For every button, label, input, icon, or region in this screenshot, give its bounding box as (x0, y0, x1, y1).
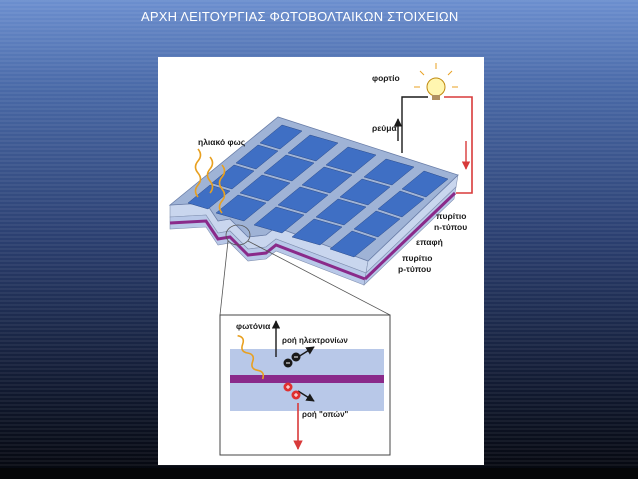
hole-icon (283, 382, 301, 400)
label-p-silicon-1: πυρίτιο (402, 253, 432, 263)
junction-band (230, 375, 384, 383)
label-n-silicon-2: n-τύπου (434, 222, 467, 232)
bottom-bar (0, 468, 638, 479)
label-current: ρεύμα (372, 123, 397, 133)
label-p-silicon-2: p-τύπου (398, 264, 431, 274)
label-hole-flow: ροή "οπών" (302, 410, 349, 419)
diagram-labels: φορτίο ρεύμα ηλιακό φως πυρίτιο n-τύπου … (198, 73, 467, 419)
diagram-svg: φορτίο ρεύμα ηλιακό φως πυρίτιο n-τύπου … (168, 63, 473, 456)
slide-title: ΑΡΧΗ ΛΕΙΤΟΥΡΓΙΑΣ ΦΩΤΟΒΟΛΤΑΙΚΩΝ ΣΤΟΙΧΕΙΩΝ (141, 9, 459, 24)
light-bulb-icon (414, 63, 458, 100)
photon-ray (237, 334, 265, 380)
magnified-cross-section (219, 314, 391, 456)
solar-cell-diagram: φορτίο ρεύμα ηλιακό φως πυρίτιο n-τύπου … (158, 57, 484, 465)
label-load: φορτίο (372, 73, 400, 83)
zoom-lines (219, 224, 391, 316)
label-sunlight: ηλιακό φως (198, 137, 246, 147)
label-electron-flow: ροή ηλεκτρονίων (282, 336, 348, 345)
circuit-wires (393, 96, 473, 194)
junction-line-panel (169, 219, 366, 281)
solar-cells (187, 124, 449, 258)
panel-layers (169, 174, 459, 286)
panel-top (168, 116, 459, 262)
label-junction: επαφή (416, 237, 443, 247)
label-n-silicon-1: πυρίτιο (436, 211, 466, 221)
sunlight-rays-icon (194, 148, 226, 214)
label-photons: φωτόνια (236, 321, 271, 331)
electron-icon (283, 352, 301, 368)
